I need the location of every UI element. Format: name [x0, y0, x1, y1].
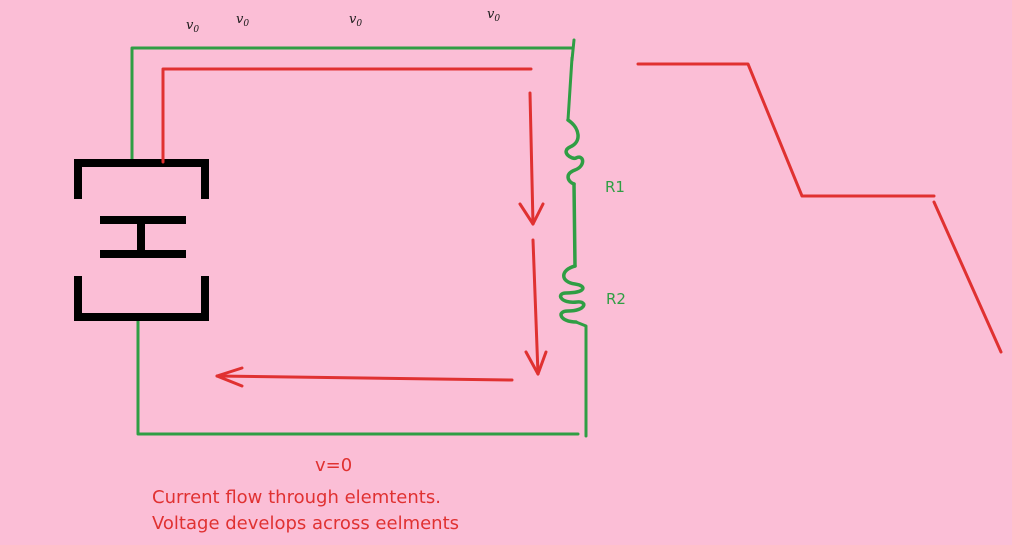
voltage-label-4: v0 — [487, 7, 500, 24]
voltage-label-3: v0 — [349, 12, 362, 29]
caption-line-1: Current flow through elemtents. — [152, 487, 441, 508]
resistor-r1-coil — [564, 118, 585, 186]
right-wire-upper — [566, 56, 574, 122]
voltage-drop-profile-tail — [932, 200, 1003, 354]
bottom-wire — [136, 318, 580, 436]
right-wire-lower — [574, 320, 588, 438]
battery-symbol — [74, 159, 209, 321]
current-arrow-down-upper — [518, 91, 545, 226]
voltage-label-1: v0 — [186, 18, 199, 35]
top-wire — [130, 46, 575, 164]
resistor-r2-coil — [558, 264, 586, 324]
caption-line-2: Voltage develops across eelments — [152, 513, 459, 534]
ground-voltage-label: v=0 — [315, 455, 352, 476]
resistor-r2-label: R2 — [606, 290, 626, 308]
voltage-label-2: v0 — [236, 12, 249, 29]
current-flow-path-top — [161, 67, 533, 164]
resistor-link-wire — [572, 182, 577, 268]
current-arrow-down-lower — [524, 238, 548, 376]
resistor-r1-label: R1 — [605, 178, 625, 196]
voltage-drop-profile — [636, 62, 936, 198]
current-arrow-left — [215, 366, 514, 388]
